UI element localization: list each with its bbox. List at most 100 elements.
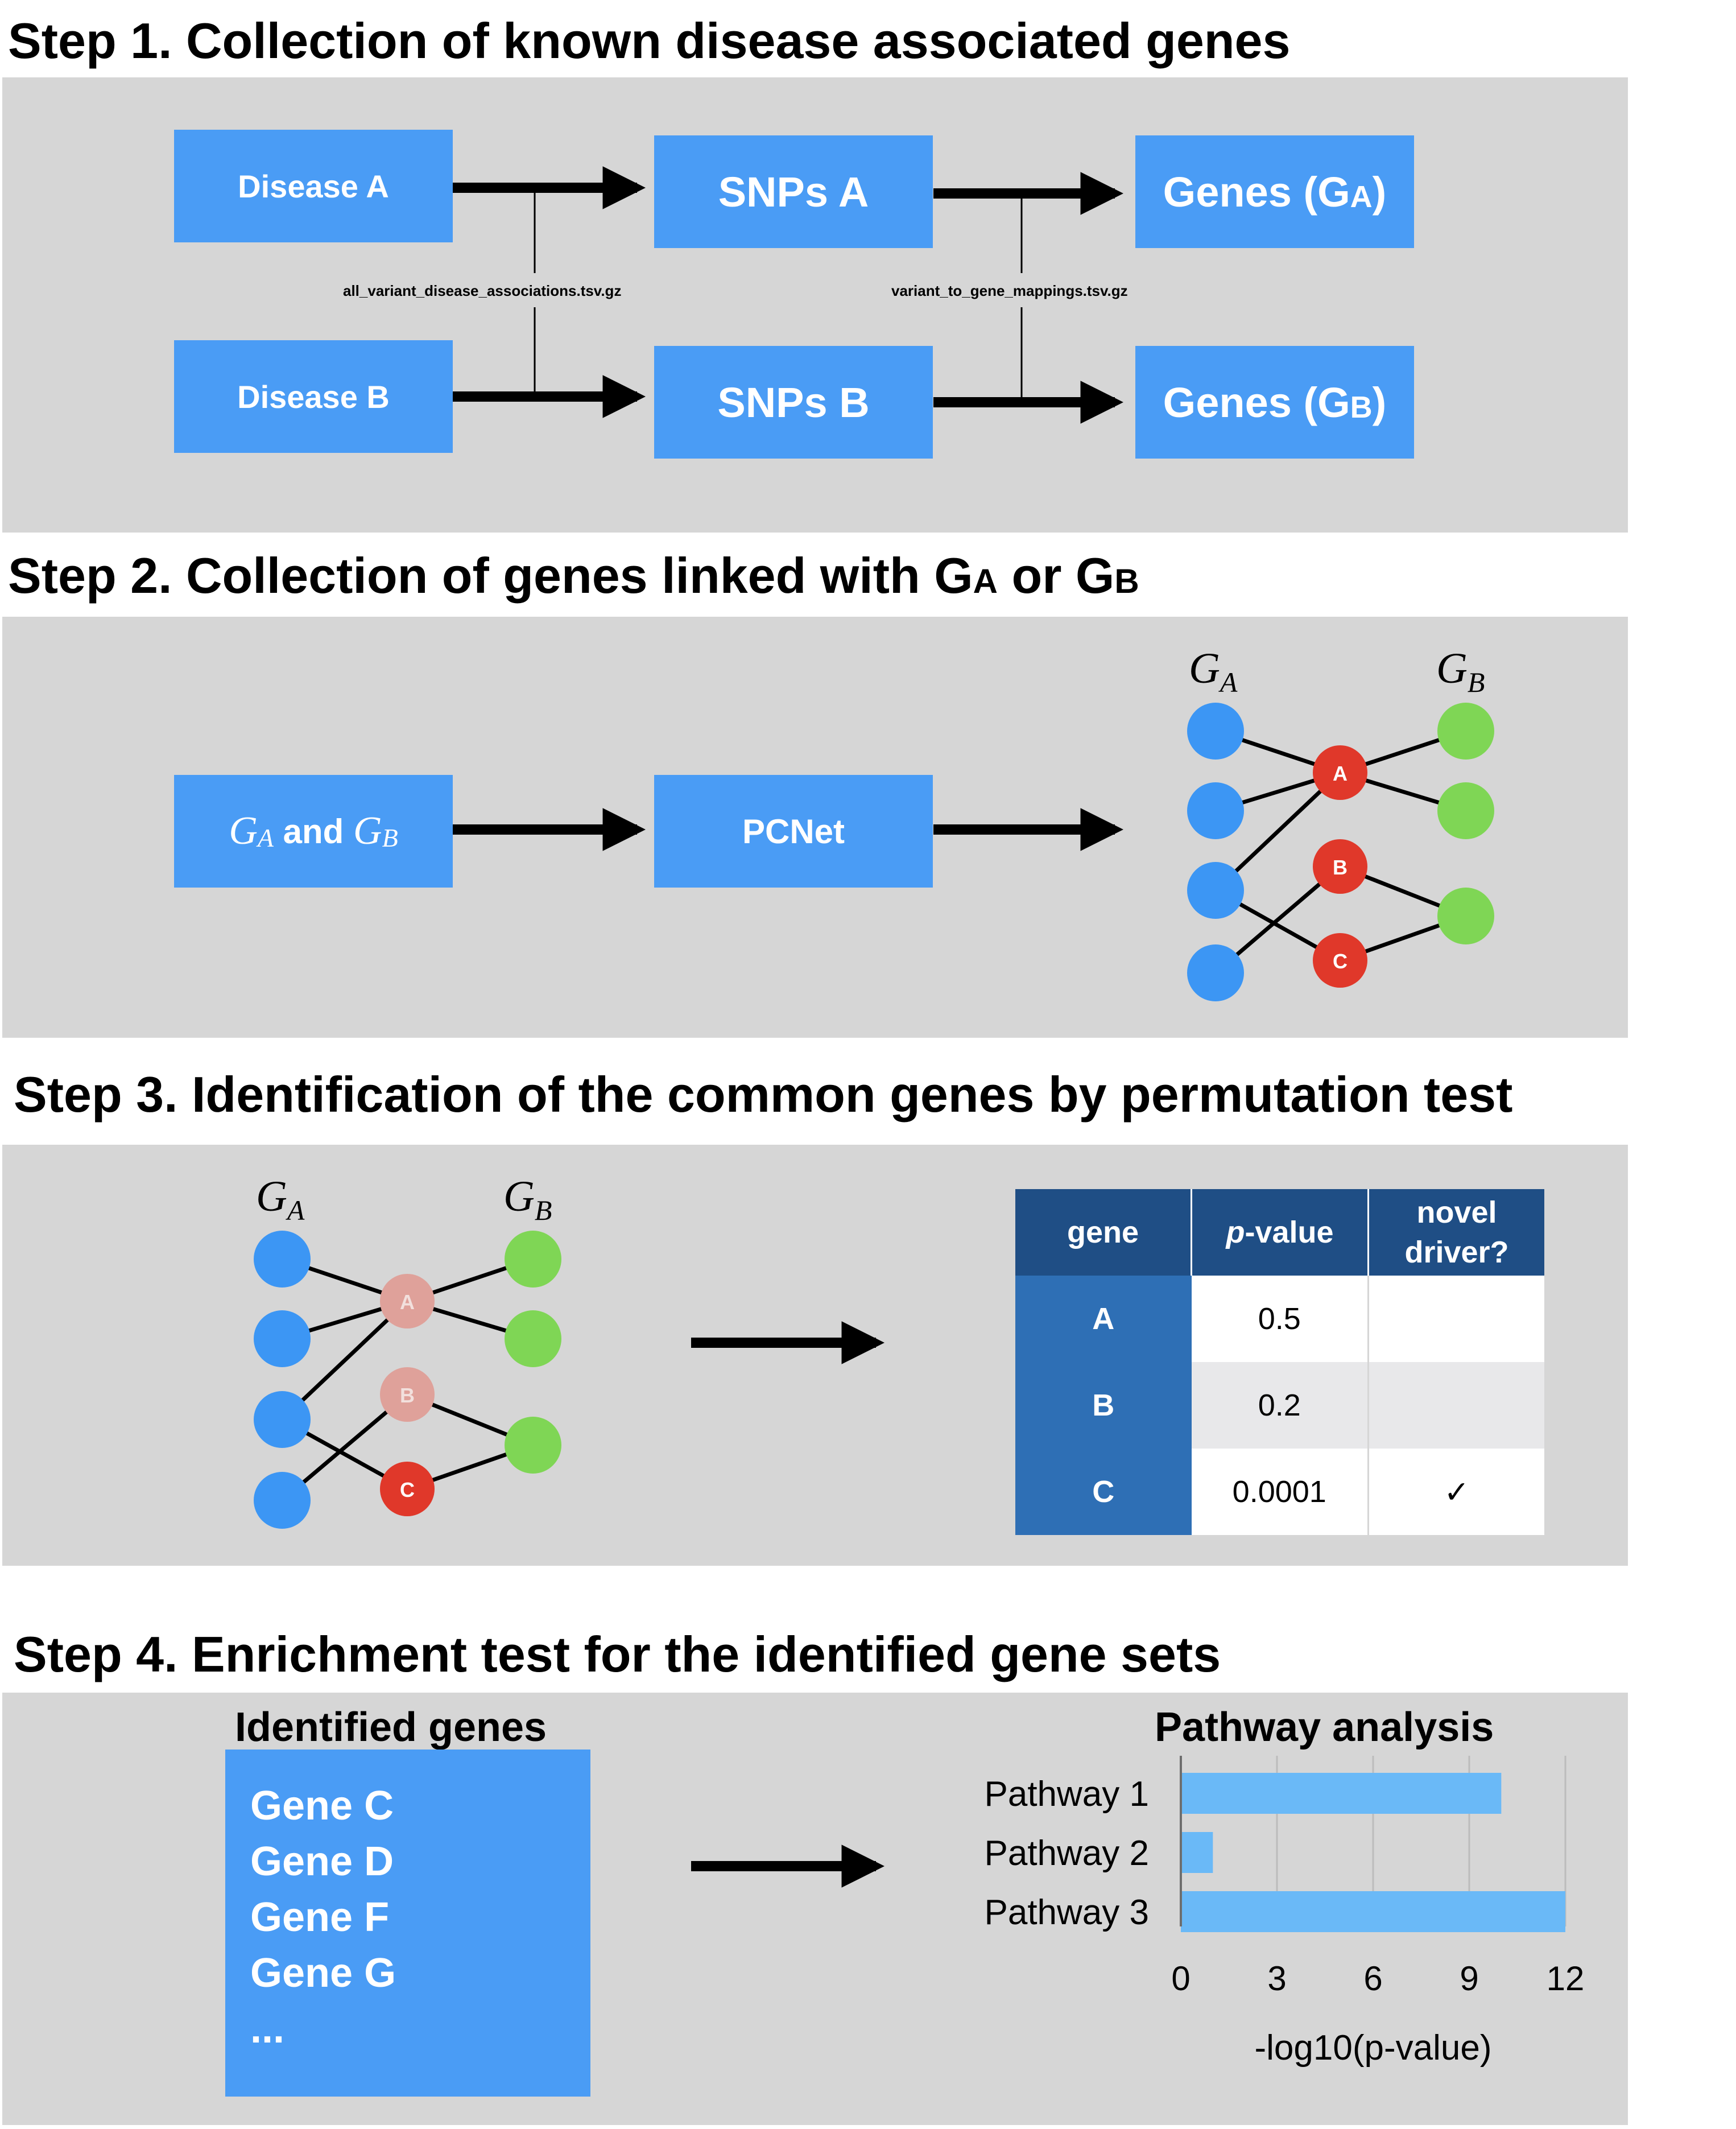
step3-node-c-label: C [400, 1478, 415, 1501]
header-pvalue-italic: p [1226, 1215, 1245, 1249]
x-tick-label: 12 [1547, 1959, 1585, 1998]
x-tick-label: 6 [1363, 1959, 1382, 1998]
step3-ga-node-2 [254, 1310, 311, 1367]
identified-genes-title: Identified genes [235, 1705, 547, 1750]
bar-1 [1181, 1773, 1502, 1814]
step2-ga-node-4 [1187, 944, 1244, 1001]
ga-letter: G [229, 809, 258, 853]
step3-gb-header: GB [503, 1173, 552, 1226]
step3-ga-header: GA [256, 1173, 305, 1226]
x-tick-label: 0 [1171, 1959, 1190, 1998]
step3-node-b-label: B [400, 1384, 415, 1407]
file1-label: all_variant_disease_associations.tsv.gz [343, 282, 622, 299]
step3-title: Step 3. Identification of the common gen… [14, 1066, 1513, 1123]
row-c-pvalue: 0.0001 [1191, 1449, 1369, 1535]
step2-title-prefix: Step 2. Collection of genes linked with … [8, 547, 973, 604]
pcnet-box: PCNet [654, 775, 933, 888]
category-label: Pathway 1 [984, 1775, 1149, 1814]
step2-ga-node-1 [1187, 703, 1244, 760]
step3-node-c [380, 1462, 435, 1516]
genes-b-sub: B [1350, 390, 1373, 424]
step3-ga-node-3 [254, 1391, 311, 1448]
step1-title: Step 1. Collection of known disease asso… [8, 13, 1291, 69]
step2-node-c-label: C [1333, 950, 1348, 973]
bar-3 [1181, 1891, 1565, 1932]
step2-ga-node-2 [1187, 782, 1244, 839]
pvalue-table-header-row: gene p-value novel driver? [1015, 1189, 1544, 1276]
disease-a-box: Disease A [174, 130, 453, 242]
row-b-pvalue: 0.2 [1191, 1362, 1369, 1449]
gb-sub: B [382, 823, 398, 852]
header-novel: novel driver? [1369, 1189, 1545, 1276]
step4-title: Step 4. Enrichment test for the identifi… [14, 1626, 1221, 1682]
step3-gb-header-sub: B [535, 1194, 552, 1226]
step2-title-sub-a: A [973, 562, 998, 600]
step2-title-sub-b: B [1114, 562, 1139, 600]
row-b-gene: B [1015, 1362, 1192, 1449]
step2-gb-node-3 [1437, 888, 1494, 944]
pathway-analysis-title: Pathway analysis [1155, 1705, 1494, 1750]
genes-b-prefix: Genes (G [1163, 378, 1350, 426]
file2-label: variant_to_gene_mappings.tsv.gz [891, 282, 1128, 299]
step3-gb-header-letter: G [503, 1173, 535, 1220]
step2-node-c [1313, 933, 1367, 988]
step2-ga-node-3 [1187, 862, 1244, 919]
category-label: Pathway 3 [984, 1893, 1149, 1932]
header-pvalue: p-value [1191, 1189, 1369, 1276]
list-item: ... [250, 2006, 285, 2052]
snps-b-box: SNPs B [654, 346, 933, 459]
row-a-pvalue: 0.5 [1191, 1276, 1369, 1362]
genes-a-sub: A [1350, 180, 1373, 214]
step2-gb-header-letter: G [1436, 645, 1468, 692]
table-row: C 0.0001 ✓ [1015, 1449, 1544, 1535]
step2-ga-header-letter: G [1189, 645, 1220, 692]
step2-title-mid: or G [998, 547, 1115, 604]
step2-title: Step 2. Collection of genes linked with … [8, 551, 1139, 601]
bar-2 [1181, 1832, 1213, 1873]
table-row: A 0.5 [1015, 1276, 1544, 1362]
step2-gb-node-2 [1437, 782, 1494, 839]
step3-ga-header-letter: G [256, 1173, 287, 1220]
list-item: Gene F [250, 1895, 390, 1940]
snps-a-box: SNPs A [654, 135, 933, 248]
x-axis-label: -log10(p-value) [1255, 2028, 1492, 2068]
ga-sub: A [257, 823, 274, 852]
row-a-gene: A [1015, 1276, 1192, 1362]
disease-b-box: Disease B [174, 340, 453, 453]
step2-gb-node-1 [1437, 703, 1494, 760]
pvalue-table: gene p-value novel driver? A 0.5 B 0.2 C … [1015, 1189, 1544, 1535]
step3-ga-header-sub: A [286, 1194, 305, 1226]
header-gene: gene [1015, 1189, 1192, 1276]
step2-node-b-label: B [1333, 856, 1348, 879]
gb-letter: G [353, 809, 382, 853]
step2-node-a-label: A [1333, 762, 1348, 785]
step2-ga-header-sub: A [1218, 666, 1238, 698]
step3-gb-node-1 [505, 1231, 561, 1288]
header-novel-line1: novel [1416, 1195, 1497, 1229]
category-label: Pathway 2 [984, 1834, 1149, 1873]
step2-node-a [1313, 745, 1367, 800]
genes-a-suffix: ) [1372, 168, 1387, 216]
genes-b-suffix: ) [1372, 378, 1387, 426]
list-item: Gene G [250, 1950, 396, 1996]
list-item: Gene C [250, 1783, 394, 1829]
x-tick-label: 3 [1267, 1959, 1286, 1998]
step2-ga-header: GA [1189, 645, 1238, 698]
identified-genes-list: Gene C Gene D Gene F Gene G ... [225, 1750, 590, 2097]
list-item: Gene D [250, 1839, 394, 1884]
step2-gb-header-sub: B [1468, 666, 1485, 698]
and-word: and [273, 812, 353, 851]
step3-node-a [380, 1274, 435, 1328]
step3-node-b [380, 1367, 435, 1422]
x-tick-label: 9 [1460, 1959, 1478, 1998]
step3-gb-node-2 [505, 1310, 561, 1367]
step3-ga-node-1 [254, 1231, 311, 1288]
step2-node-b [1313, 839, 1367, 894]
header-novel-line2: driver? [1404, 1235, 1509, 1269]
